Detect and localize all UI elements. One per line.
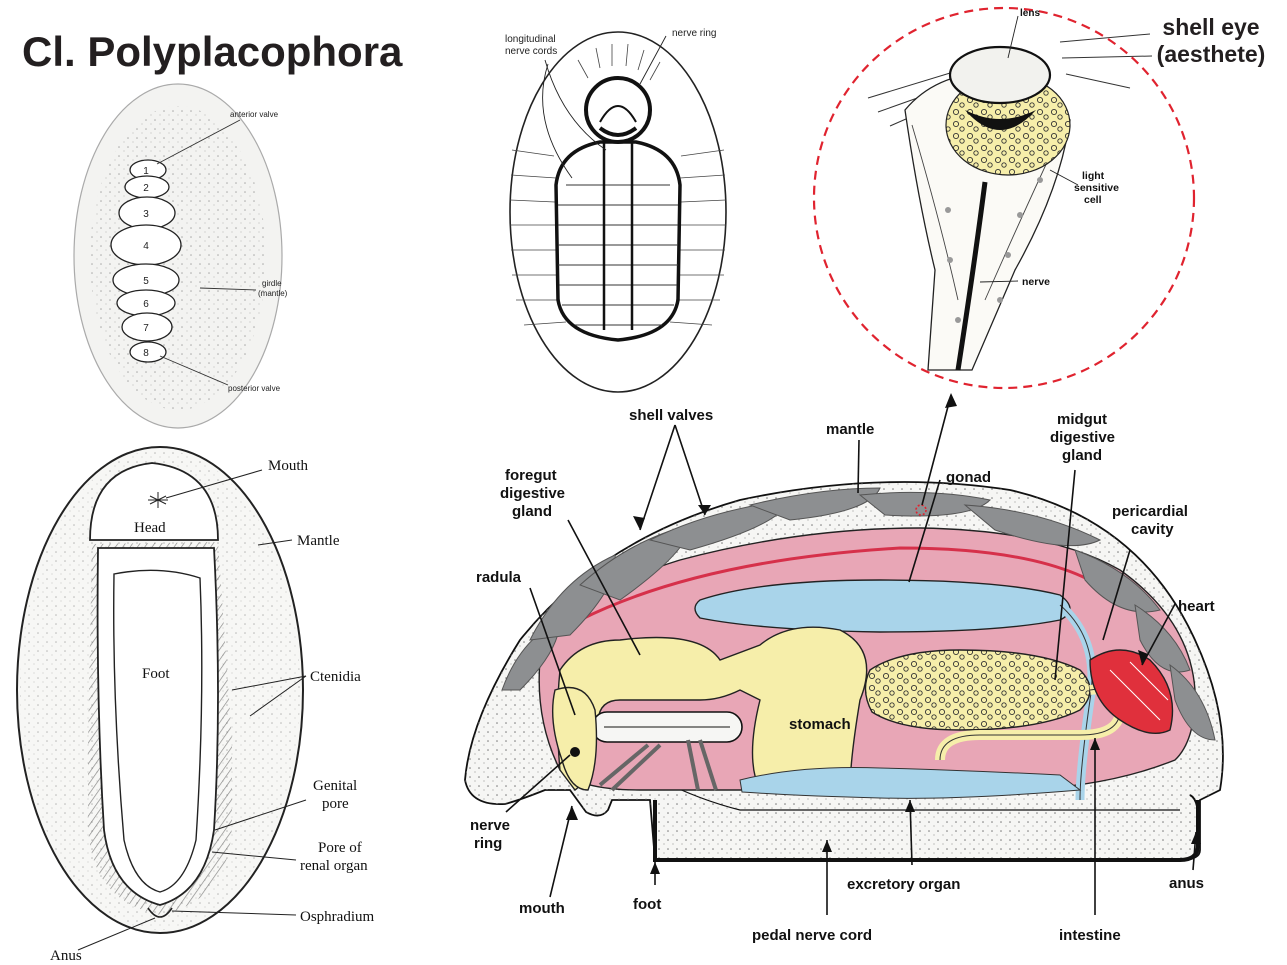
mouth-section-label: mouth [519, 900, 565, 917]
intestine-label: intestine [1059, 927, 1121, 944]
foregut-label-line1: foregut [505, 467, 557, 484]
light-sensitive-label-line3: cell [1084, 194, 1102, 206]
nervous-system-figure: longitudinal nerve cords nerve ring [505, 28, 726, 392]
renal-pore-label-line2: renal organ [300, 858, 368, 874]
renal-pore-label-line1: Pore of [318, 840, 362, 856]
lens-label: lens [1020, 8, 1040, 19]
posterior-valve-label: posterior valve [228, 384, 281, 393]
valve-number-2: 2 [143, 183, 149, 194]
foot-section-label: foot [633, 896, 661, 913]
girdle-mantle-label: (mantle) [258, 289, 288, 298]
valve-number-5: 5 [143, 276, 149, 287]
nerve-eye-label: nerve [1022, 276, 1050, 288]
radula-label: radula [476, 569, 522, 586]
genital-pore-label-line1: Genital [313, 778, 357, 794]
gonad [695, 580, 1070, 632]
lens-icon [950, 47, 1050, 103]
shell-eye-figure: lens light sensitive cell nerve [814, 8, 1194, 388]
anus-label: Anus [50, 948, 82, 964]
osphradium-label: Osphradium [300, 909, 374, 925]
ctenidia-label: Ctenidia [310, 669, 361, 685]
mantle-section-label: mantle [826, 421, 874, 438]
ventral-view-figure: Mouth Head Mantle Foot Ctenidia Genital … [17, 447, 374, 964]
longitudinal-section-figure: shell valves mantle midgut digestive gla… [465, 393, 1223, 944]
excretory-organ-label: excretory organ [847, 876, 960, 893]
valve-number-7: 7 [143, 323, 149, 334]
dorsal-valves-figure: 1 2 3 4 5 6 7 8 anterior valve girdle (m… [74, 84, 288, 428]
valve-number-4: 4 [143, 241, 149, 252]
girdle-label: girdle [262, 279, 282, 288]
valve-number-6: 6 [143, 299, 149, 310]
midgut-label-line2: digestive [1050, 429, 1115, 446]
nerve-ring-top-label: nerve ring [672, 28, 716, 39]
pericardial-label-line2: cavity [1131, 521, 1174, 538]
heart-label: heart [1178, 598, 1215, 615]
mantle-label: Mantle [297, 533, 340, 549]
nerve-ring-label-line1: nerve [470, 817, 510, 834]
stomach-label: stomach [789, 716, 851, 733]
midgut-label-line1: midgut [1057, 411, 1107, 428]
nerve-ring-icon [586, 78, 650, 142]
anus-section-label: anus [1169, 875, 1204, 892]
foregut-label-line3: gland [512, 503, 552, 520]
valve-number-1: 1 [143, 166, 149, 177]
longitudinal-label-line2: nerve cords [505, 46, 557, 57]
head-label: Head [134, 520, 166, 536]
foot-label: Foot [142, 666, 170, 682]
pedal-nerve-cord-label: pedal nerve cord [752, 927, 872, 944]
foregut-label-line2: digestive [500, 485, 565, 502]
light-sensitive-label-line2: sensitive [1074, 182, 1119, 194]
genital-pore-label-line2: pore [322, 796, 349, 812]
anterior-valve-label: anterior valve [230, 110, 279, 119]
nerve-ring-icon [570, 747, 580, 757]
nerve-ring-label-line2: ring [474, 835, 502, 852]
midgut-label-line3: gland [1062, 447, 1102, 464]
gonad-label: gonad [946, 469, 991, 486]
light-sensitive-label-line1: light [1082, 170, 1105, 182]
valve-number-8: 8 [143, 348, 149, 359]
mouth-label: Mouth [268, 458, 309, 474]
shell-valves-label: shell valves [629, 407, 713, 424]
pericardial-label-line1: pericardial [1112, 503, 1188, 520]
valve-number-3: 3 [143, 209, 149, 220]
longitudinal-label-line1: longitudinal [505, 34, 556, 45]
